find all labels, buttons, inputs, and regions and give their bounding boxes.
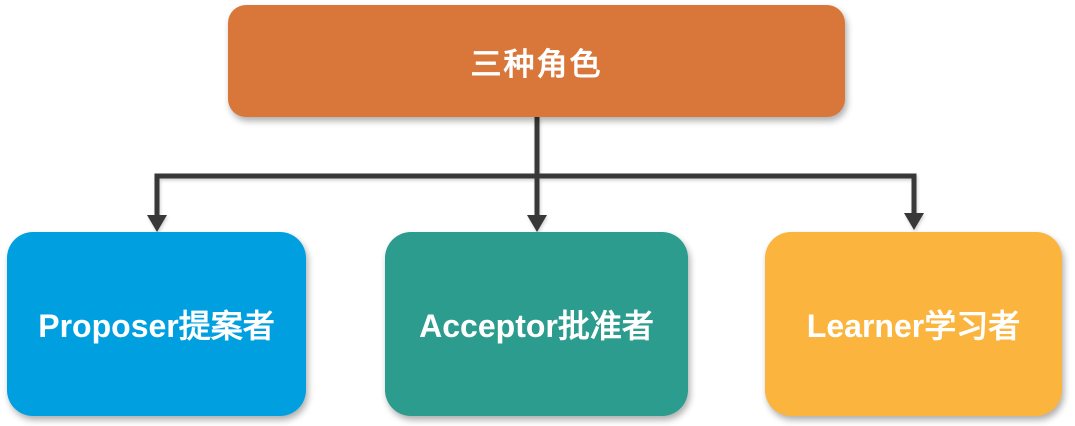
arrowhead-left-icon xyxy=(147,215,167,232)
node-three-roles: 三种角色 xyxy=(228,5,845,117)
arrowhead-right-icon xyxy=(904,213,924,230)
node-proposer: Proposer提案者 xyxy=(7,232,306,416)
node-learner: Learner学习者 xyxy=(765,232,1062,416)
node-proposer-label: Proposer提案者 xyxy=(38,308,275,344)
node-learner-label: Learner学习者 xyxy=(806,308,1021,344)
arrowhead-middle-icon xyxy=(527,215,547,232)
node-acceptor-label: Acceptor批准者 xyxy=(419,308,654,344)
node-acceptor: Acceptor批准者 xyxy=(385,232,688,416)
node-three-roles-label: 三种角色 xyxy=(470,46,603,82)
